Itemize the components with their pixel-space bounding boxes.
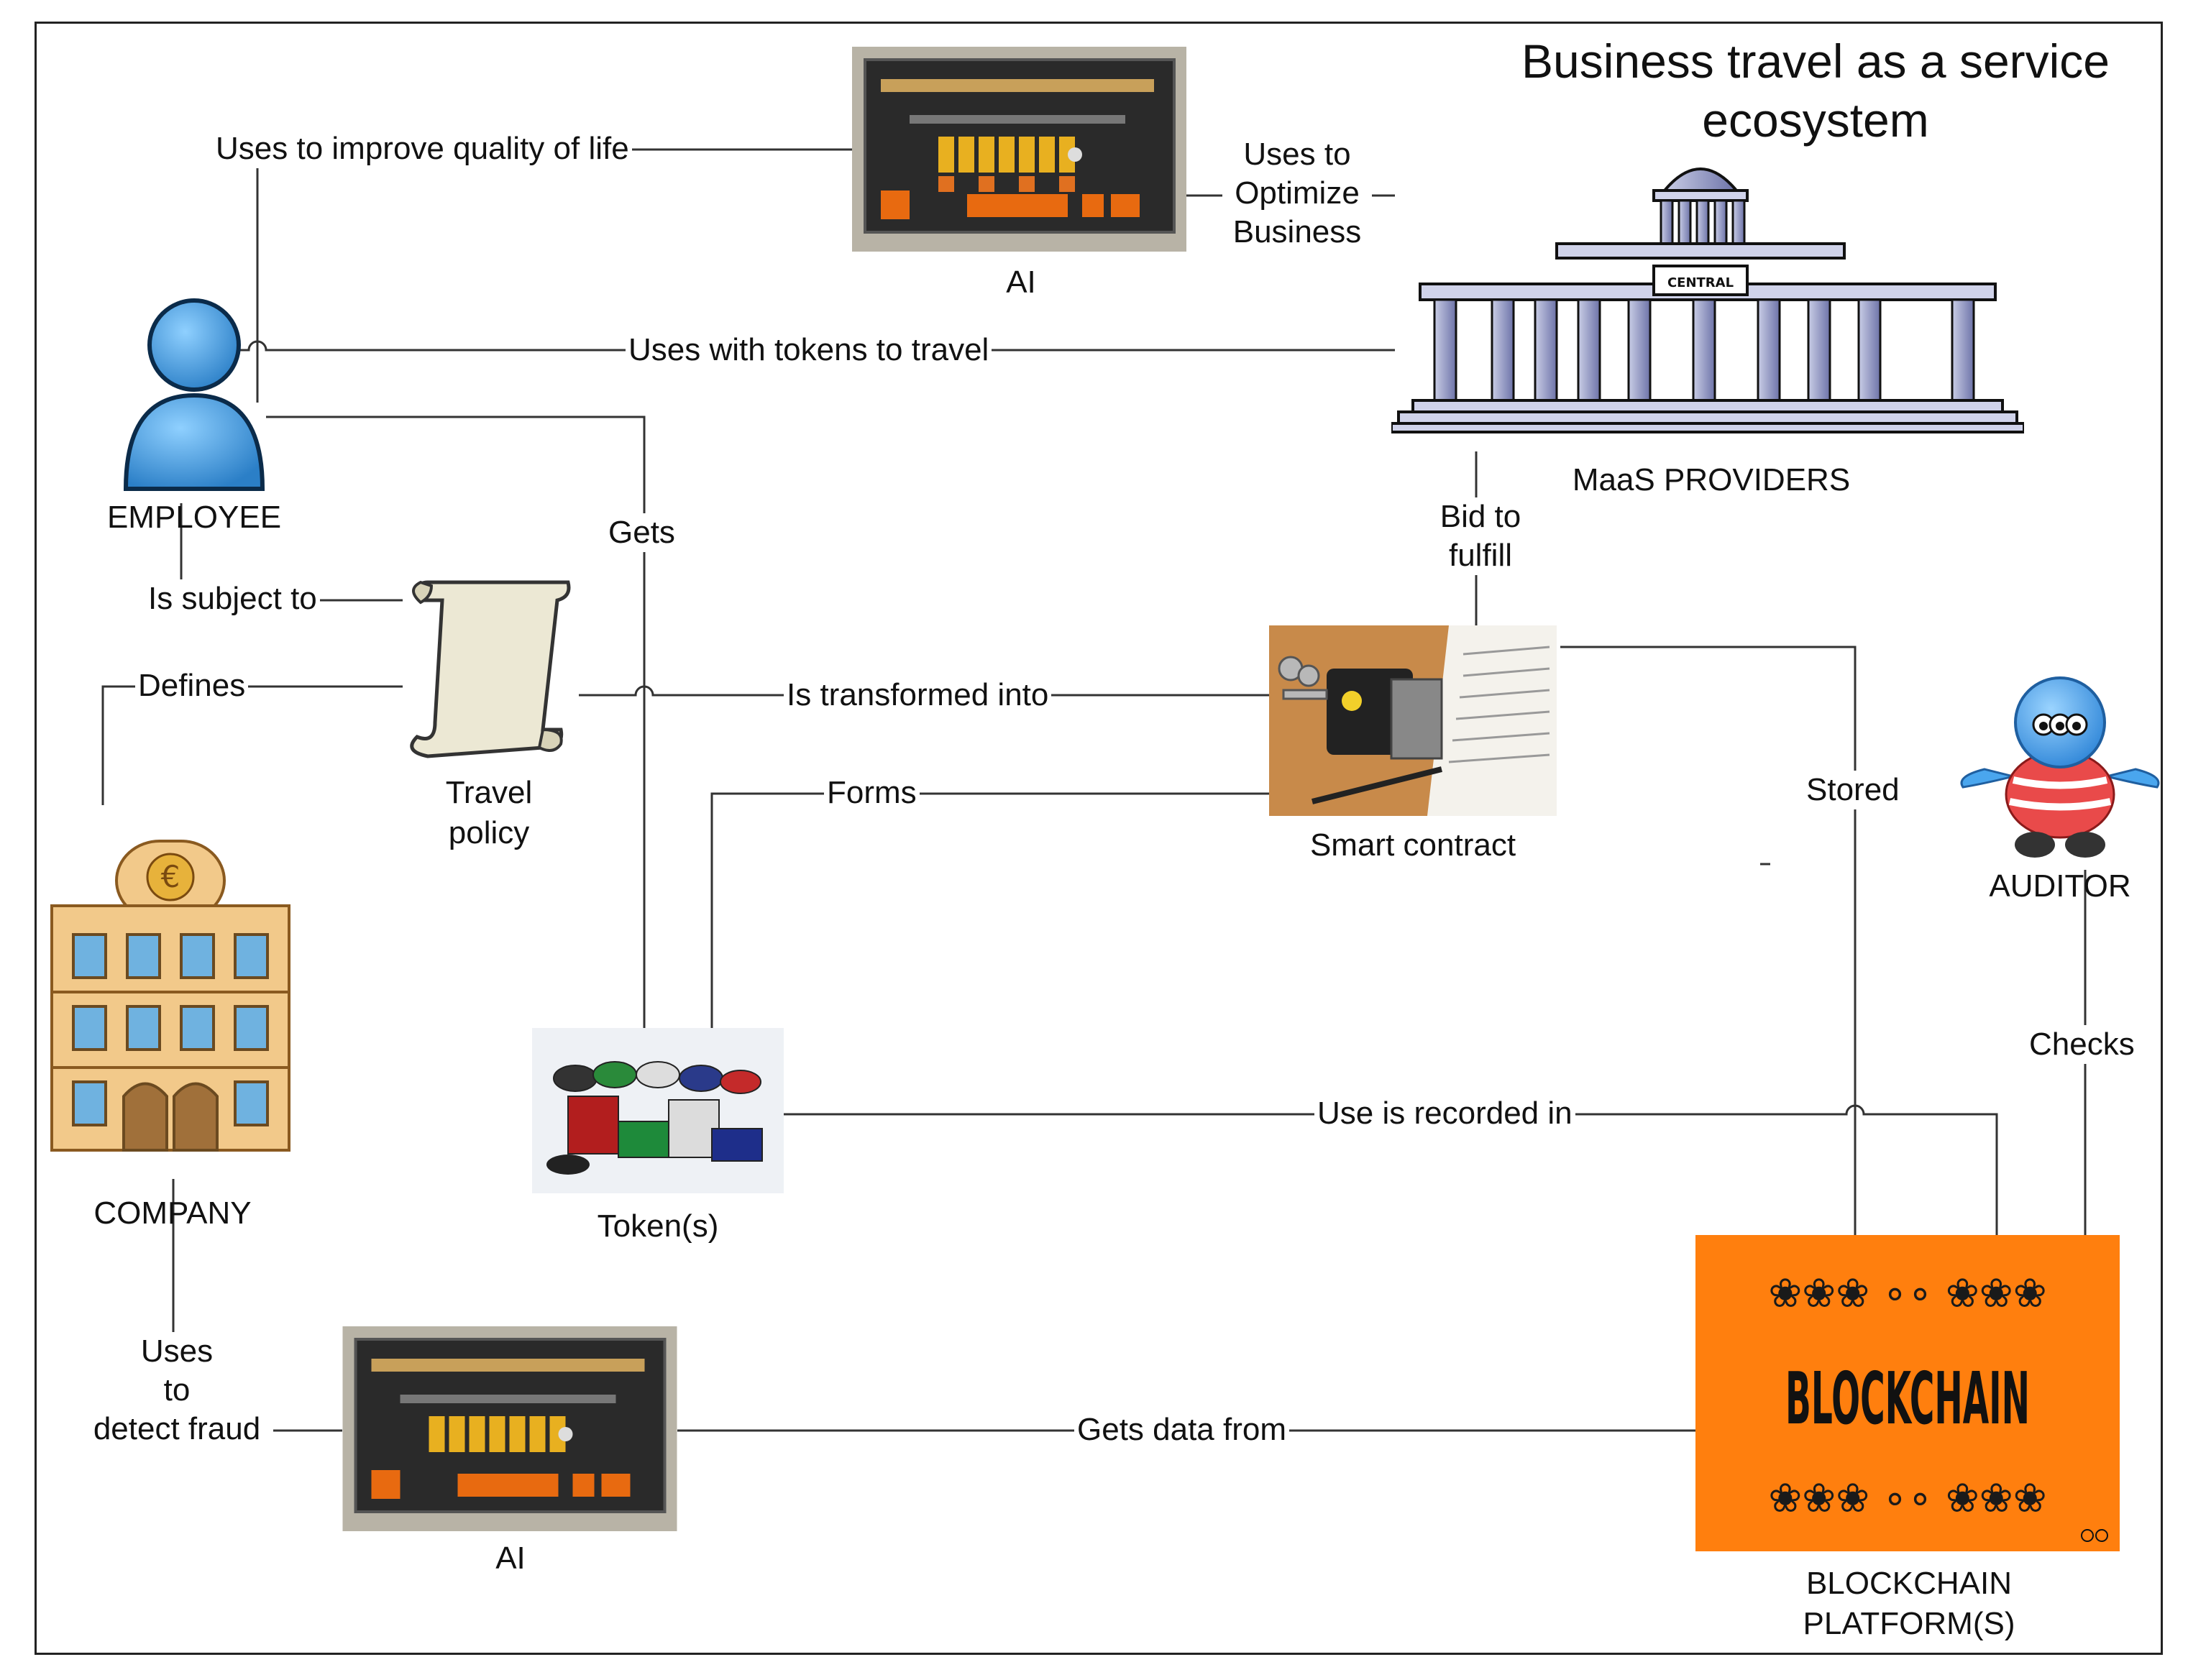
edge-defines — [101, 685, 403, 805]
employee-node — [119, 288, 270, 496]
edge-forms — [710, 792, 1269, 1028]
edge-recorded — [784, 1104, 1998, 1235]
smart-contract-label: Smart contract — [1309, 827, 1516, 863]
edge-label-transformed: Is transformed into — [784, 676, 1052, 715]
travel-policy-label: Travel policy — [403, 773, 575, 853]
ai-top-label: AI — [1006, 265, 1036, 300]
computer-panel-icon — [342, 1326, 677, 1531]
smart-contract-node — [1269, 625, 1557, 816]
maas-node: CENTRAL — [1391, 140, 2024, 442]
edge-label-bid: Bid to fulfill — [1420, 497, 1541, 575]
auditor-node — [1956, 669, 2164, 863]
edge-label-defines: Defines — [135, 666, 249, 705]
edge-label-detect-fraud-line1: Uses — [140, 1334, 214, 1369]
ai-bottom-label: AI — [495, 1541, 526, 1576]
edge-label-stored: Stored — [1803, 771, 1903, 809]
maas-label: MaaS PROVIDERS — [1572, 462, 1851, 497]
blockchain-label: BLOCKCHAIN PLATFORM(S) — [1747, 1564, 2071, 1644]
auditor-label: AUDITOR — [1989, 868, 2131, 904]
blockchain-banner-text: BLOCKCHAIN — [1785, 1357, 2030, 1441]
edge-label-recorded: Use is recorded in — [1314, 1094, 1575, 1133]
travel-policy-line2: policy — [448, 815, 530, 850]
person-icon — [123, 298, 265, 491]
temple-building-icon: CENTRAL — [1391, 167, 2024, 433]
ai-bottom-node — [342, 1326, 677, 1531]
diagram-title: Business travel as a service ecosystem — [1521, 35, 2110, 147]
ai-top-node — [852, 47, 1186, 252]
edge-label-optimize-line1: Uses to — [1243, 137, 1351, 172]
edge-tokens-travel — [180, 340, 1395, 352]
edge-label-forms: Forms — [824, 774, 920, 812]
edge-label-detect-fraud-line3: detect fraud — [93, 1411, 261, 1446]
computer-panel-icon — [852, 47, 1186, 252]
edge-label-bid-line1: Bid to — [1439, 499, 1521, 534]
tokens-node — [532, 1028, 784, 1193]
edge-gets — [266, 416, 646, 1028]
edge-transformed — [579, 685, 1269, 697]
employee-label: EMPLOYEE — [106, 500, 282, 535]
diagram-frame — [35, 22, 2163, 1655]
edge-label-subject-to: Is subject to — [145, 579, 320, 618]
edge-label-optimize: Uses to Optimize Business — [1222, 135, 1372, 252]
svg-text:❀❀❀ ∘∘ ❀❀❀: ❀❀❀ ∘∘ ❀❀❀ — [1768, 1270, 2046, 1317]
tokens-label: Token(s) — [597, 1208, 719, 1244]
edge-label-improve-quality: Uses to improve quality of life — [213, 129, 632, 168]
company-node: € — [45, 827, 296, 1157]
poker-chips-icon — [532, 1028, 784, 1193]
company-label: COMPANY — [93, 1195, 252, 1231]
edge-label-detect-fraud: Uses to detect fraud — [81, 1332, 273, 1449]
travel-policy-line1: Travel — [445, 775, 533, 810]
maas-sign-text: CENTRAL — [1667, 275, 1734, 290]
blockchain-banner-icon: ❀❀❀ ∘∘ ❀❀❀ ❀❀❀ ∘∘ ❀❀❀ BLOCKCHAIN — [1695, 1235, 2120, 1551]
edge-label-gets-data: Gets data from — [1074, 1410, 1290, 1449]
edge-label-detect-fraud-line2: to — [163, 1372, 191, 1408]
travel-policy-node — [399, 568, 579, 762]
blockchain-label-line2: PLATFORM(S) — [1803, 1606, 2015, 1641]
auditor-character-icon — [1960, 676, 2160, 858]
edge-label-gets: Gets — [605, 513, 678, 552]
edge-stored — [1560, 646, 1857, 1235]
edge-label-tokens-travel: Uses with tokens to travel — [626, 331, 992, 369]
padlock-photo-icon — [1269, 625, 1557, 816]
edge-label-optimize-line2: Optimize — [1235, 175, 1360, 211]
svg-text:€: € — [161, 859, 180, 894]
scroll-icon — [410, 580, 571, 758]
edge-label-optimize-line3: Business — [1232, 214, 1362, 249]
building-icon: € — [50, 840, 290, 1152]
blockchain-label-line1: BLOCKCHAIN — [1805, 1566, 2013, 1601]
blockchain-node: ❀❀❀ ∘∘ ❀❀❀ ❀❀❀ ∘∘ ❀❀❀ BLOCKCHAIN — [1695, 1235, 2120, 1551]
svg-text:❀❀❀ ∘∘ ❀❀❀: ❀❀❀ ∘∘ ❀❀❀ — [1768, 1475, 2046, 1522]
edge-label-bid-line2: fulfill — [1448, 538, 1513, 573]
edge-label-checks: Checks — [2026, 1025, 2138, 1064]
